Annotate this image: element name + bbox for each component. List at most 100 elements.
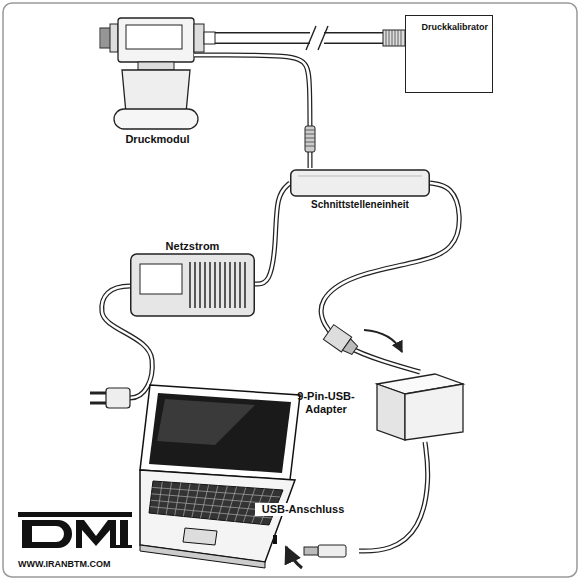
- cable: [255, 183, 290, 284]
- power-supply-body: [131, 254, 255, 316]
- grille-line: [229, 262, 231, 308]
- laptop-front: [140, 545, 265, 568]
- cable-group: [255, 183, 290, 284]
- key-column: [183, 484, 190, 517]
- key-column: [235, 487, 246, 521]
- device-label: Netzstrom: [166, 240, 220, 253]
- frame: [3, 3, 577, 577]
- device-illustration: [100, 13, 215, 153]
- plug-grip: [305, 142, 315, 143]
- key-column: [175, 483, 181, 516]
- key-column: [166, 482, 171, 514]
- grille-line: [214, 262, 216, 308]
- usb-tip: [304, 547, 318, 555]
- fitting-thread: [389, 30, 390, 46]
- key-column: [200, 485, 208, 518]
- device-figure: Druckmodul: [100, 13, 215, 153]
- key-column: [158, 482, 163, 514]
- grille-line: [209, 262, 211, 308]
- device-label: USB-Anschluss: [255, 503, 351, 516]
- cable-group: [215, 55, 310, 168]
- logo: [18, 512, 132, 548]
- device-label: Druckkalibrator: [421, 22, 488, 33]
- pipe-stub: [204, 32, 215, 44]
- fitting-thread: [401, 30, 402, 46]
- cable: [359, 442, 428, 551]
- grille-line: [199, 262, 201, 308]
- logo-bar: [18, 512, 132, 517]
- plug-grip: [305, 130, 315, 131]
- device-box: Druckkalibrator: [405, 15, 493, 93]
- power-label-plate: [140, 264, 182, 294]
- grille-line: [219, 262, 221, 308]
- nut: [194, 24, 204, 52]
- cable-stub: [194, 53, 215, 58]
- grille-line: [224, 262, 226, 308]
- logo-d: [22, 520, 72, 548]
- screen-glare: [157, 399, 255, 445]
- plug-grip: [305, 146, 315, 147]
- insert-arrow: [364, 330, 402, 352]
- fitting-thread: [392, 30, 393, 46]
- cable-group: [321, 183, 459, 372]
- usb-plug: [318, 545, 346, 557]
- body-highlight: [298, 176, 422, 177]
- thread-line: [106, 28, 107, 48]
- key-column: [243, 488, 255, 522]
- fitting-thread: [386, 30, 387, 46]
- thread-line: [108, 28, 109, 48]
- module-cap: [114, 109, 198, 129]
- cable-group: [359, 442, 428, 551]
- display-window: [126, 25, 182, 49]
- grille-line: [244, 262, 246, 308]
- laptop-lid: [140, 385, 300, 480]
- fitting-thread: [398, 30, 399, 46]
- plug-grip: [305, 134, 315, 135]
- module-body: [122, 70, 190, 113]
- logo-i: [120, 520, 128, 548]
- inline-plug: [305, 126, 315, 152]
- thread-line: [102, 28, 103, 48]
- fitting-thread: [395, 30, 396, 46]
- cable-inner: [215, 55, 310, 168]
- break-mark: [318, 26, 328, 50]
- device-figure: 9-Pin-USB-Adapter: [285, 372, 465, 442]
- module-head: [118, 18, 194, 62]
- device-label: Schnittstelleneinheit: [311, 199, 409, 211]
- touchpad: [183, 528, 217, 545]
- cable: [215, 55, 310, 168]
- cable-inner: [321, 183, 459, 372]
- sub-d-plug: [323, 325, 360, 358]
- adapter-side: [377, 384, 405, 440]
- thread-line: [104, 28, 105, 48]
- plug-shell: [343, 339, 359, 356]
- insert-arrow: [286, 547, 302, 568]
- plug-grip: [305, 138, 315, 139]
- device-figure: Netzstrom: [130, 236, 255, 318]
- adapter-front: [405, 384, 463, 440]
- plug-prong: [90, 402, 106, 405]
- break-gap: [310, 26, 324, 50]
- break-mark: [306, 26, 316, 50]
- device-figure: Schnittstelleneinheit: [290, 168, 430, 214]
- label-holder: WWW.IRANBTM.COM: [18, 553, 110, 571]
- grille-line: [189, 262, 191, 308]
- cable-inner: [255, 183, 290, 284]
- pressure-module: [100, 18, 215, 129]
- cable-inner: [359, 442, 428, 551]
- laptop-screen: [149, 393, 291, 473]
- cable-stub-inner: [194, 54, 215, 57]
- grille-line: [204, 262, 206, 308]
- logo-m: [76, 520, 116, 548]
- module-neck: [138, 62, 174, 70]
- grille-line: [234, 262, 236, 308]
- key-column: [209, 486, 218, 520]
- interface-body: [291, 170, 430, 196]
- grille-line: [194, 262, 196, 308]
- plug-prong: [90, 392, 106, 395]
- logo-serif: [116, 545, 132, 548]
- grille-line: [239, 262, 241, 308]
- wall-plug: [106, 388, 130, 408]
